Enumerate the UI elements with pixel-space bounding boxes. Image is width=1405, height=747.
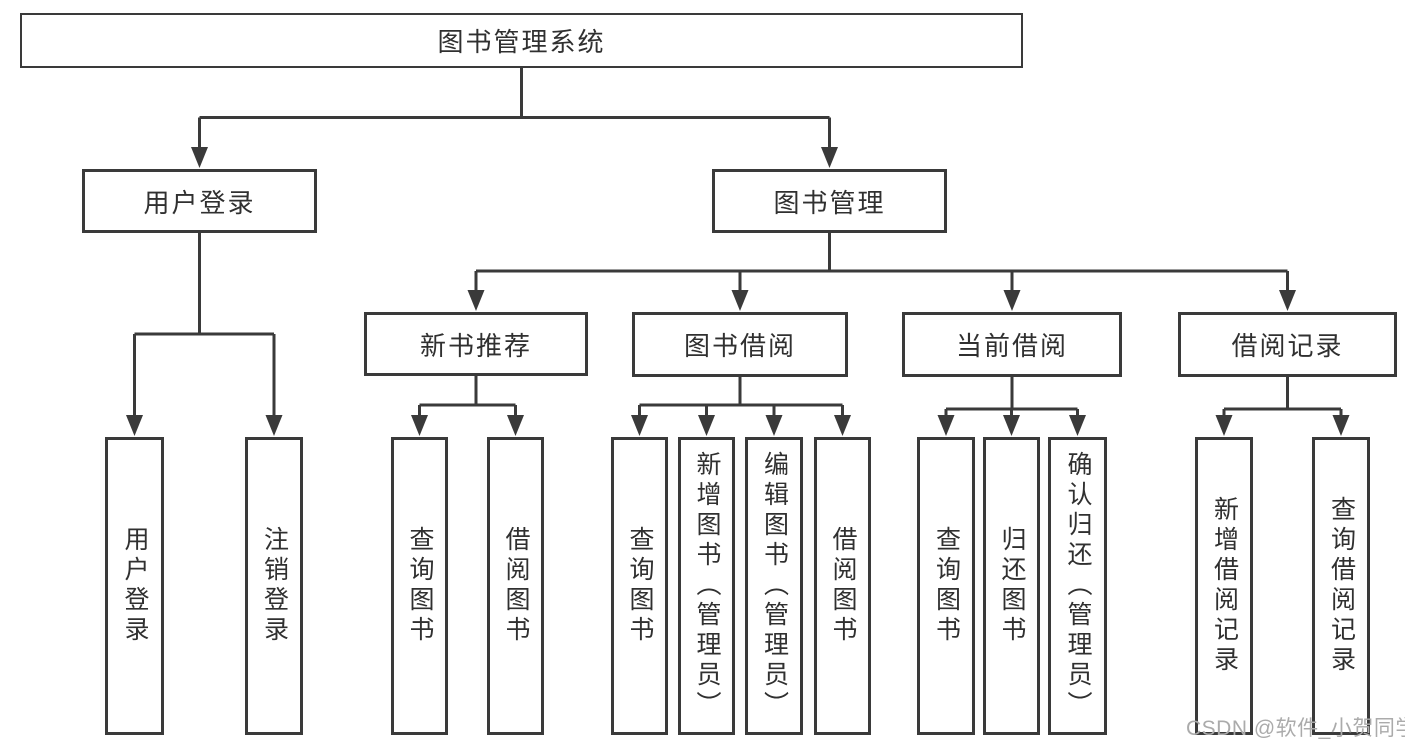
node-root: 图书管理系统 bbox=[20, 13, 1023, 68]
leaf-user-login: 用户登录 bbox=[105, 437, 164, 735]
node-book-borrowing-label: 图书借阅 bbox=[683, 331, 796, 361]
node-current-borrowing-label: 当前借阅 bbox=[955, 331, 1068, 361]
leaf-add-borrow-record: 新增借阅记录 bbox=[1195, 437, 1253, 735]
leaf-query-borrow-record: 查询借阅记录 bbox=[1312, 437, 1370, 735]
leaf-add-book-admin: 新增图书（管理员） bbox=[678, 437, 735, 735]
node-user-login-label: 用户登录 bbox=[143, 187, 256, 218]
node-book-management-label: 图书管理 bbox=[773, 187, 886, 218]
node-borrowing-records-label: 借阅记录 bbox=[1231, 331, 1344, 361]
watermark: CSDN @软件_小贺同学 bbox=[1186, 717, 1405, 740]
node-new-book-recommend: 新书推荐 bbox=[364, 312, 588, 376]
leaf-confirm-return-admin: 确认归还（管理员） bbox=[1048, 437, 1107, 735]
arrowheads bbox=[126, 147, 1350, 436]
leaf-current-query-books: 查询图书 bbox=[917, 437, 975, 735]
node-book-management: 图书管理 bbox=[712, 169, 947, 233]
node-user-login: 用户登录 bbox=[82, 169, 317, 233]
node-book-borrowing: 图书借阅 bbox=[632, 312, 848, 377]
node-borrowing-records: 借阅记录 bbox=[1178, 312, 1397, 377]
leaf-borrow-book: 借阅图书 bbox=[814, 437, 871, 735]
node-current-borrowing: 当前借阅 bbox=[902, 312, 1122, 377]
leaf-edit-book-admin: 编辑图书（管理员） bbox=[745, 437, 803, 735]
leaf-recommend-borrow-books: 借阅图书 bbox=[487, 437, 544, 735]
leaf-recommend-query-books: 查询图书 bbox=[391, 437, 448, 735]
leaf-borrowing-query-books: 查询图书 bbox=[611, 437, 668, 735]
node-root-label: 图书管理系统 bbox=[437, 27, 606, 57]
leaf-return-book: 归还图书 bbox=[983, 437, 1040, 735]
leaf-logout: 注销登录 bbox=[245, 437, 303, 735]
node-new-book-recommend-label: 新书推荐 bbox=[419, 330, 532, 361]
